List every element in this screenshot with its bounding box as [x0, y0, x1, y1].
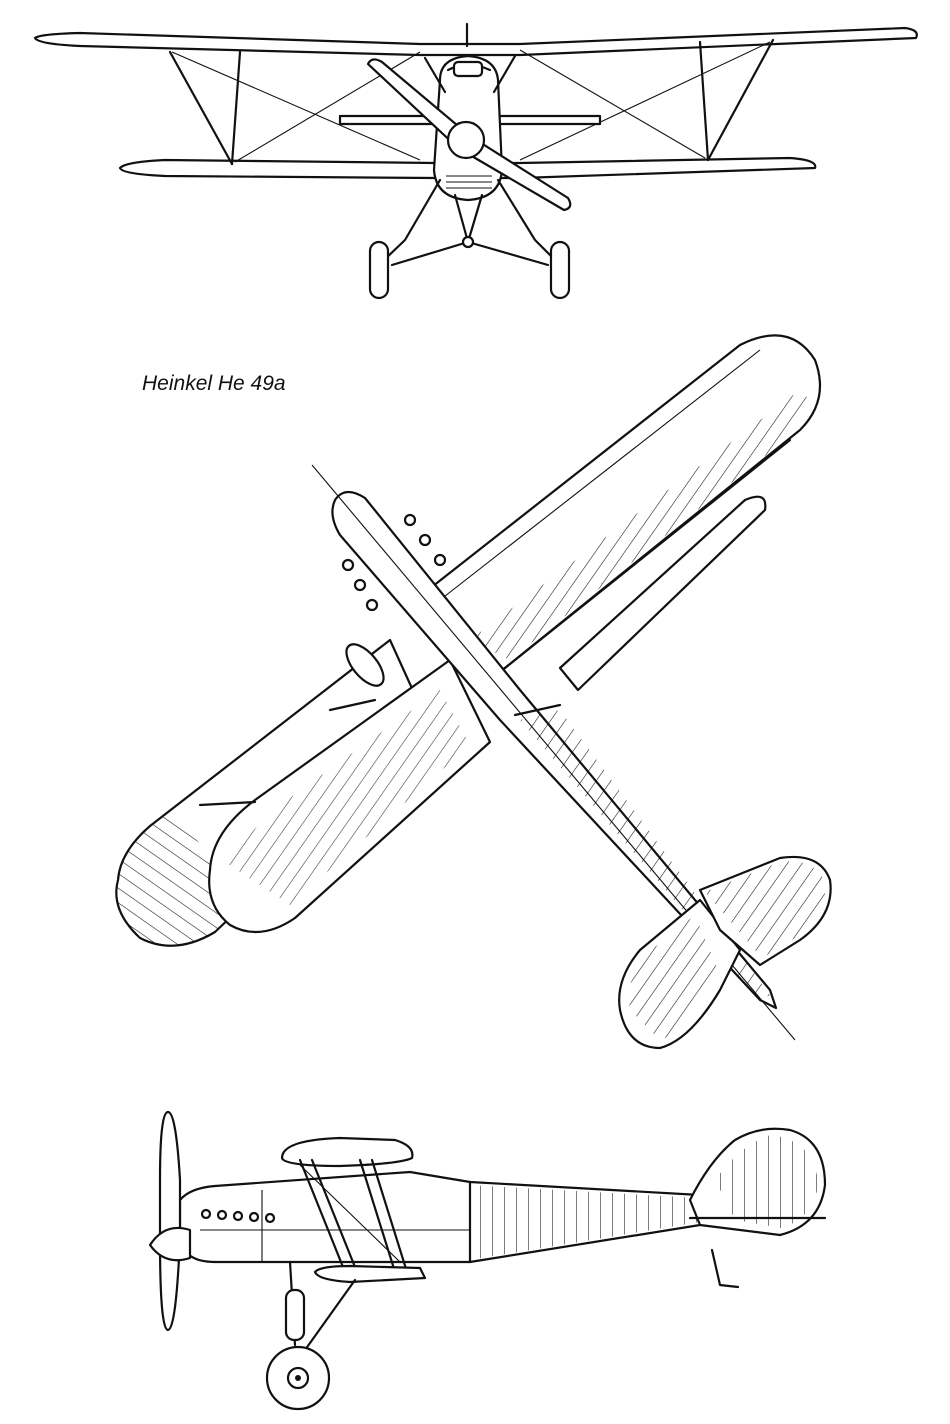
side-exhaust-ports	[200, 1208, 276, 1224]
front-propeller-blade-upper	[366, 58, 472, 150]
side-propeller	[158, 1110, 182, 1332]
front-wheel-left	[368, 240, 390, 300]
plan-upper-wing-right	[426, 334, 822, 682]
front-wheel-right	[549, 240, 571, 300]
front-view	[33, 22, 918, 300]
side-upper-wing	[280, 1136, 414, 1168]
front-upper-wing	[33, 26, 918, 57]
side-lower-wing	[313, 1264, 427, 1284]
front-propeller-blade-lower	[456, 134, 572, 212]
plan-wheel	[345, 643, 385, 687]
side-spinner	[148, 1226, 192, 1262]
plan-engine-cylinders	[341, 513, 447, 612]
plan-view	[115, 334, 832, 1050]
side-view	[148, 1110, 827, 1411]
drawing-title: Heinkel He 49a	[142, 372, 286, 395]
front-spinner	[446, 120, 486, 160]
